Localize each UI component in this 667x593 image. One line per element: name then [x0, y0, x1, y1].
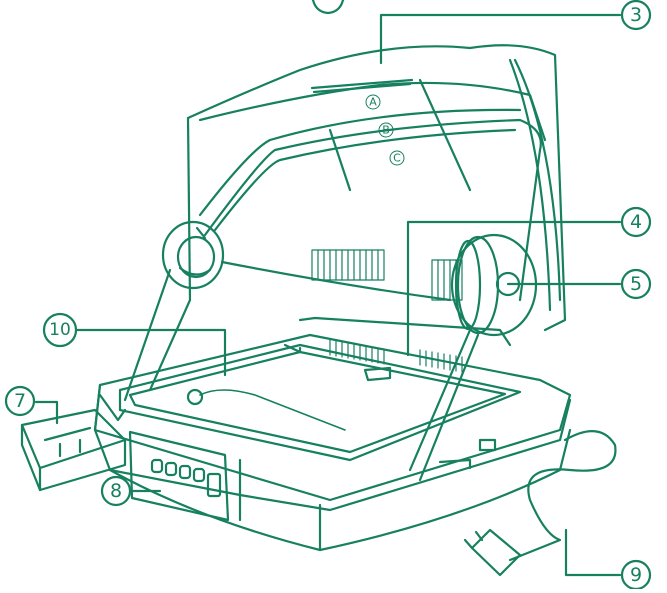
callout-9: 9 — [622, 561, 650, 589]
lid — [150, 45, 565, 390]
callout-5: 5 — [622, 270, 650, 298]
callout-7-label: 7 — [14, 390, 26, 412]
callout-8-label: 8 — [110, 480, 122, 502]
cropped-callout-circle — [313, 0, 343, 13]
lid-letter-a-label: A — [369, 96, 377, 109]
callout-4: 4 — [622, 208, 650, 236]
tension-panel-left — [312, 250, 384, 280]
lid-window-frame — [205, 120, 541, 300]
callout-4-label: 4 — [630, 211, 642, 233]
lid-letter-c: C — [390, 151, 404, 165]
lid-letter-b-label: B — [382, 124, 390, 137]
callout-8: 8 — [102, 477, 130, 505]
stay-cable-left — [125, 270, 170, 400]
callout-10: 10 — [44, 314, 76, 346]
left-hinge-knob — [163, 222, 223, 288]
lid-letter-c-label: C — [393, 152, 401, 165]
callout-3: 3 — [622, 1, 650, 29]
lid-letter-a: A — [366, 95, 380, 109]
callout-10-label: 10 — [49, 320, 71, 340]
glass-platen — [120, 345, 520, 460]
callout-3-label: 3 — [630, 4, 642, 26]
leader-3 — [381, 15, 620, 63]
callout-7: 7 — [6, 387, 34, 415]
callout-5-label: 5 — [630, 273, 642, 295]
callout-9-label: 9 — [630, 564, 642, 586]
lid-slot — [312, 80, 412, 92]
leader-9 — [566, 530, 620, 575]
